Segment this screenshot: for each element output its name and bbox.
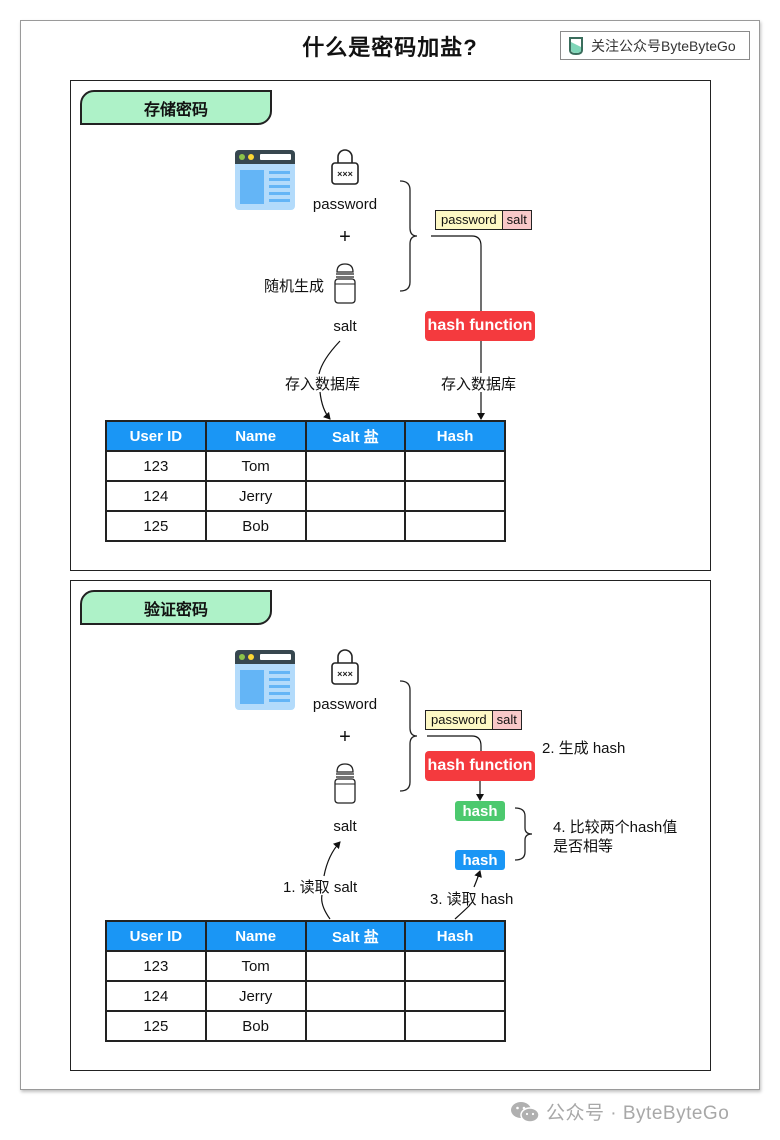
combo-password: password	[436, 211, 503, 229]
column-header: Hash	[404, 420, 506, 452]
password-salt-combo: password salt	[435, 210, 532, 230]
page-title: 什么是密码加盐?	[302, 35, 478, 60]
salt-shaker-icon	[334, 263, 356, 304]
table-cell	[404, 1010, 506, 1042]
table-header-row: User ID Name Salt 盐 Hash	[105, 920, 506, 952]
follow-badge-text: 关注公众号ByteByteGo	[591, 37, 736, 54]
salt-label: salt	[333, 818, 357, 835]
password-label: password	[312, 196, 378, 213]
step1-label: 1. 读取 salt	[283, 879, 358, 896]
table-cell	[404, 980, 506, 1012]
footer-text: 公众号 · ByteByteGo	[546, 1103, 730, 1124]
table-cell	[404, 450, 506, 482]
table-cell	[304, 1010, 407, 1042]
combo-salt: salt	[502, 211, 531, 229]
table-cell: 123	[105, 450, 207, 482]
column-header: User ID	[105, 420, 207, 452]
stored-hash-pill: hash	[455, 850, 505, 870]
table-cell: Bob	[204, 1010, 307, 1042]
table-row: 123 Tom	[105, 450, 506, 482]
combo-password: password	[426, 711, 493, 729]
password-salt-combo: password salt	[425, 710, 522, 730]
browser-window-icon	[235, 650, 295, 710]
footer-watermark: 公众号 · ByteByteGo	[510, 1098, 729, 1125]
table-cell: Tom	[204, 450, 307, 482]
step3-label: 3. 读取 hash	[430, 891, 514, 908]
table-cell	[404, 510, 506, 542]
store-db-label-left: 存入数据库	[285, 376, 361, 393]
table-cell: 125	[105, 1010, 207, 1042]
lock-icon: ×××	[331, 149, 359, 185]
column-header: Hash	[404, 920, 506, 952]
table-cell	[404, 480, 506, 512]
column-header: User ID	[105, 920, 207, 952]
table-cell	[404, 950, 506, 982]
table-row: 125 Bob	[105, 510, 506, 542]
hash-function-box: hash function	[425, 311, 535, 341]
column-header: Name	[204, 920, 307, 952]
column-header: Salt 盐	[304, 420, 407, 452]
lock-icon: ×××	[331, 649, 359, 685]
user-table-store: User ID Name Salt 盐 Hash 123 Tom 124 Jer…	[105, 420, 506, 542]
column-header: Salt 盐	[304, 920, 407, 952]
random-generate-label: 随机生成	[264, 278, 325, 295]
svg-text:×××: ×××	[337, 169, 353, 179]
svg-text:×××: ×××	[337, 669, 353, 679]
table-cell: Jerry	[204, 480, 307, 512]
plus-sign: +	[339, 226, 351, 248]
store-db-label-right: 存入数据库	[441, 376, 517, 393]
salt-shaker-icon	[334, 763, 356, 804]
table-cell	[304, 510, 407, 542]
password-label: password	[312, 696, 378, 713]
table-cell	[304, 480, 407, 512]
generated-hash-pill: hash	[455, 801, 505, 821]
table-row: 124 Jerry	[105, 980, 506, 1012]
step4-label-line2: 是否相等	[553, 838, 614, 855]
step2-label: 2. 生成 hash	[542, 740, 626, 757]
table-cell: 123	[105, 950, 207, 982]
browser-window-icon	[235, 150, 295, 210]
plus-sign: +	[339, 726, 351, 748]
table-cell: 124	[105, 980, 207, 1012]
follow-badge[interactable]: 关注公众号ByteByteGo	[560, 31, 750, 60]
table-row: 123 Tom	[105, 950, 506, 982]
bytebytego-logo-icon	[569, 36, 583, 55]
table-cell	[304, 980, 407, 1012]
table-cell: 124	[105, 480, 207, 512]
step4-label-line1: 4. 比较两个hash值	[553, 819, 678, 836]
section-tag-verify: 验证密码	[80, 590, 272, 625]
salt-label: salt	[333, 318, 357, 335]
table-row: 125 Bob	[105, 1010, 506, 1042]
table-cell	[304, 450, 407, 482]
table-cell	[304, 950, 407, 982]
table-cell: Tom	[204, 950, 307, 982]
table-row: 124 Jerry	[105, 480, 506, 512]
column-header: Name	[204, 420, 307, 452]
combo-salt: salt	[492, 711, 521, 729]
section-tag-store: 存储密码	[80, 90, 272, 125]
table-cell: Jerry	[204, 980, 307, 1012]
wechat-icon	[511, 1101, 540, 1123]
table-cell: 125	[105, 510, 207, 542]
table-header-row: User ID Name Salt 盐 Hash	[105, 420, 506, 452]
table-cell: Bob	[204, 510, 307, 542]
user-table-verify: User ID Name Salt 盐 Hash 123 Tom 124 Jer…	[105, 920, 506, 1042]
hash-function-box: hash function	[425, 751, 535, 781]
